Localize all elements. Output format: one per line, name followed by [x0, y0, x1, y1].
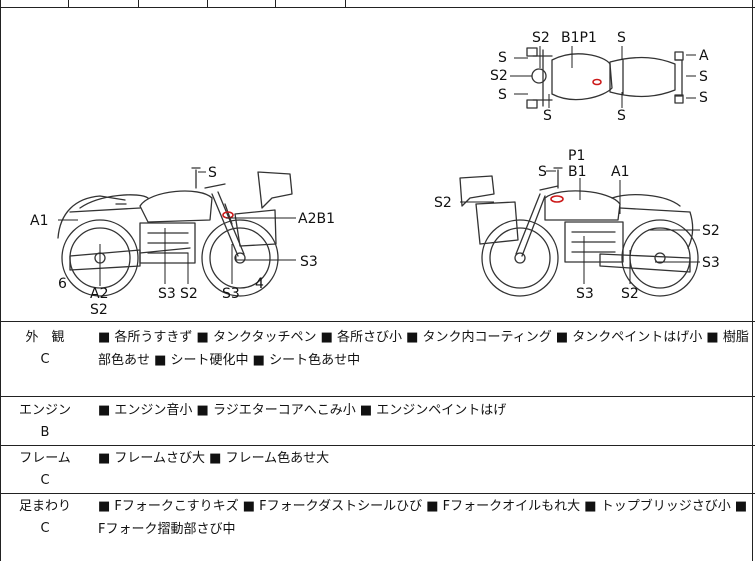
label-left-s2-under: S2 — [90, 302, 108, 318]
row-engine-text: ■ エンジン音小 ■ ラジエターコアへこみ小 ■ エンジンペイントはげ — [98, 403, 507, 418]
top-view-damage-mark — [592, 78, 602, 86]
row-exterior-text: ■ 各所うすきず ■ タンクタッチペン ■ 各所さび小 ■ タンク内コーティング… — [98, 330, 749, 368]
label-top-s-left3: S — [498, 87, 507, 103]
label-right-s2-bottom: S2 — [621, 286, 639, 302]
right-view-damage-mark — [550, 195, 564, 203]
left-view-bike — [57, 167, 293, 297]
label-top-s-right1: S — [699, 69, 708, 85]
divider-row-2 — [0, 445, 755, 446]
label-right-s-mirror: S — [538, 164, 547, 180]
divider-row-3 — [0, 493, 755, 494]
label-right-s3-right: S3 — [702, 255, 720, 271]
label-left-s3-right: S3 — [300, 254, 318, 270]
label-top-s-bottom-mid: S — [617, 108, 626, 124]
row-frame-label: フレーム C — [12, 448, 78, 492]
label-left-four: 4 — [255, 276, 264, 292]
label-right-s3-bottom: S3 — [576, 286, 594, 302]
leader-lines — [58, 46, 700, 286]
label-top-b1p1: B1P1 — [561, 30, 597, 46]
label-left-s3-a: S3 — [158, 286, 176, 302]
label-right-b1: B1 — [568, 164, 587, 180]
label-left-a2b1: A2B1 — [298, 211, 335, 227]
label-left-s2-a: S2 — [180, 286, 198, 302]
row-frame-text: ■ フレームさび大 ■ フレーム色あせ大 — [98, 451, 330, 466]
row-engine-title: エンジン — [18, 403, 71, 418]
row-engine-grade: B — [40, 425, 50, 440]
label-top-s2-left: S2 — [490, 68, 508, 84]
row-exterior-grade: C — [40, 352, 50, 367]
label-right-s2-right: S2 — [702, 223, 720, 239]
row-engine-label: エンジン B — [12, 400, 78, 444]
row-exterior-label: 外 観 C — [12, 327, 78, 371]
label-left-six: 6 — [58, 276, 67, 292]
label-right-a1: A1 — [611, 164, 629, 180]
damage-diagram: S2 B1P1 S S S2 S S S A S S S A1 A2B1 S3 … — [30, 30, 720, 318]
divider-diagram — [0, 321, 755, 322]
row-suspension-text: ■ Fフォークこすりキズ ■ Fフォークダストシールひび ■ Fフォークオイルも… — [98, 499, 748, 537]
top-table-strip — [0, 0, 755, 8]
label-right-p1: P1 — [568, 148, 585, 164]
row-frame-title: フレーム — [19, 451, 71, 466]
label-left-a1: A1 — [30, 213, 48, 229]
label-top-s-bottom-left: S — [543, 108, 552, 124]
label-top-s-right: S — [617, 30, 626, 46]
label-left-s-mirror: S — [208, 165, 217, 181]
label-top-s-right2: S — [699, 90, 708, 106]
row-suspension-grade: C — [40, 521, 50, 536]
divider-row-1 — [0, 396, 755, 397]
label-top-s2: S2 — [532, 30, 550, 46]
label-top-a: A — [699, 48, 709, 64]
top-view-bike — [526, 47, 684, 109]
label-left-a2: A2 — [90, 286, 108, 302]
right-view-bike — [459, 167, 699, 297]
row-suspension-label: 足まわり C — [12, 496, 78, 540]
label-top-s-left1: S — [498, 50, 507, 66]
row-suspension-title: 足まわり — [18, 499, 71, 514]
label-right-s2-left: S2 — [434, 195, 452, 211]
row-exterior-title: 外 観 — [25, 330, 65, 345]
label-left-s3-b: S3 — [222, 286, 240, 302]
row-frame-grade: C — [40, 473, 50, 488]
